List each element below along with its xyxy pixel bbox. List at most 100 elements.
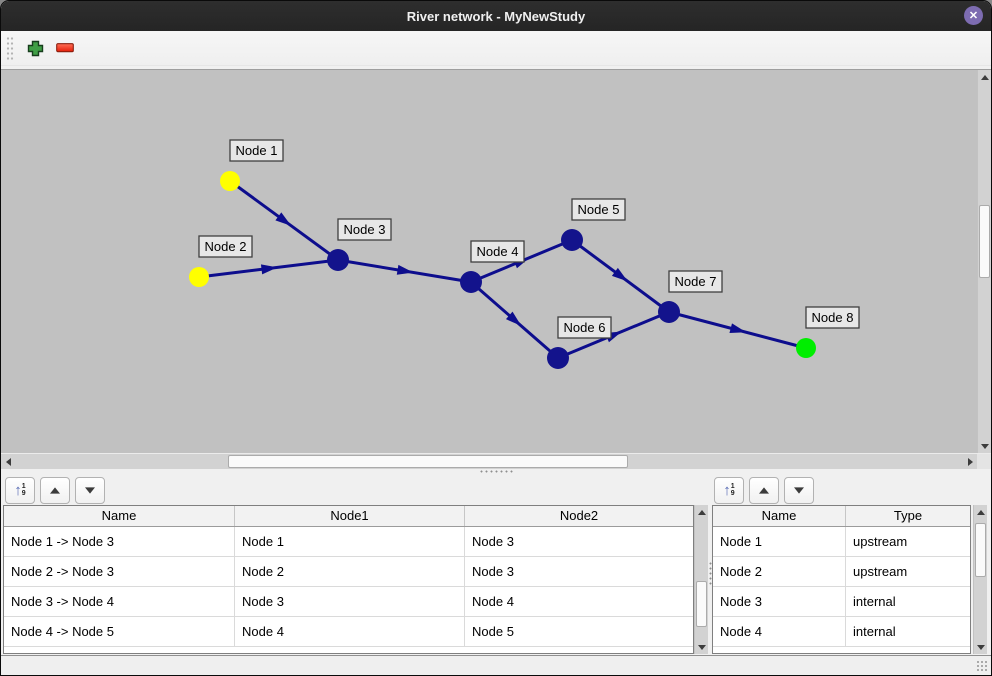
node-node4[interactable] (460, 271, 482, 293)
node-label-box[interactable] (557, 316, 612, 339)
scroll-thumb[interactable] (228, 455, 628, 468)
table-cell[interactable]: Node 3 -> Node 4 (4, 587, 235, 616)
scroll-track[interactable] (15, 454, 963, 469)
table-cell[interactable]: Node 2 -> Node 3 (4, 557, 235, 586)
node-label: Node 2 (205, 239, 247, 254)
right-arrow-icon (967, 457, 973, 466)
vertical-splitter[interactable] (708, 561, 712, 585)
table-cell[interactable]: Node 4 -> Node 5 (4, 617, 235, 646)
table-cell[interactable]: Node 4 (235, 617, 465, 646)
node-label-box[interactable] (805, 306, 860, 329)
remove-node-button[interactable] (56, 39, 74, 57)
scroll-down-button[interactable] (974, 640, 988, 654)
up-arrow-icon (698, 509, 706, 515)
window-resize-grip[interactable] (977, 661, 988, 672)
add-node-button[interactable] (26, 39, 44, 57)
scroll-up-button[interactable] (974, 505, 988, 519)
toolbar-grip-handle[interactable] (6, 36, 14, 60)
table-cell[interactable]: Node 4 (472, 594, 514, 609)
node-label-box[interactable] (198, 235, 253, 258)
node-label: Node 7 (675, 274, 717, 289)
table-row[interactable]: Node 3 internal (713, 587, 970, 617)
table-cell[interactable]: Node 3 (472, 534, 514, 549)
table-cell[interactable]: upstream (853, 564, 908, 579)
scroll-track[interactable] (978, 84, 991, 439)
node-move-up-button[interactable] (749, 476, 779, 504)
node-move-down-button[interactable] (784, 476, 814, 504)
scroll-left-button[interactable] (1, 454, 15, 469)
table-row[interactable]: Node 2 upstream (713, 557, 970, 587)
table-cell[interactable]: upstream (853, 534, 908, 549)
canvas-horizontal-scrollbar[interactable] (1, 453, 991, 469)
node-node2[interactable] (189, 267, 209, 287)
table-cell[interactable]: internal (853, 594, 896, 609)
scroll-thumb[interactable] (696, 581, 707, 627)
table-cell[interactable]: Node 2 (713, 557, 846, 586)
horizontal-splitter[interactable] (1, 469, 991, 473)
table-row[interactable]: Node 4 internal (713, 617, 970, 647)
status-bar (1, 655, 991, 675)
node-node1[interactable] (220, 171, 240, 191)
node-label-box[interactable] (229, 139, 284, 162)
scroll-down-button[interactable] (695, 640, 709, 654)
node-node8[interactable] (796, 338, 816, 358)
up-arrow-icon (50, 486, 60, 494)
table-cell[interactable]: Node 3 (713, 587, 846, 616)
canvas-vertical-scrollbar[interactable] (977, 70, 991, 453)
node-node5[interactable] (561, 229, 583, 251)
node-label-box[interactable] (470, 240, 525, 263)
node-label-box[interactable] (337, 218, 392, 241)
node-label-box[interactable] (668, 270, 723, 293)
table-cell[interactable]: Node 3 (472, 564, 514, 579)
splitter-grip-icon (708, 561, 712, 585)
table-cell[interactable]: Node 2 (235, 557, 465, 586)
table-cell[interactable]: Node 5 (472, 624, 514, 639)
column-header-node2[interactable]: Node2 (559, 508, 599, 523)
reach-table-scrollbar[interactable] (694, 505, 708, 654)
scroll-right-button[interactable] (963, 454, 977, 469)
table-cell[interactable]: Node 1 (713, 527, 846, 556)
scroll-thumb[interactable] (975, 523, 986, 577)
table-cell[interactable]: Node 3 (235, 587, 465, 616)
flow-arrow-icon (729, 323, 747, 334)
reach-move-up-button[interactable] (40, 476, 70, 504)
scroll-track[interactable] (695, 519, 708, 640)
table-header-row: Name Type (713, 506, 970, 527)
table-cell[interactable]: Node 1 (235, 527, 465, 556)
node-node3[interactable] (327, 249, 349, 271)
table-cell[interactable]: internal (853, 624, 896, 639)
node-node6[interactable] (547, 347, 569, 369)
column-header-name[interactable]: Name (4, 506, 235, 526)
scroll-thumb[interactable] (979, 205, 990, 278)
close-button[interactable]: ✕ (964, 6, 983, 25)
titlebar[interactable]: River network - MyNewStudy ✕ (1, 1, 991, 31)
scroll-down-button[interactable] (978, 439, 991, 453)
table-cell[interactable]: Node 4 (713, 617, 846, 646)
scroll-track[interactable] (974, 519, 987, 640)
column-header-type[interactable]: Type (893, 508, 923, 523)
reach-move-down-button[interactable] (75, 476, 105, 504)
node-label: Node 5 (578, 202, 620, 217)
column-header-name[interactable]: Name (713, 506, 846, 526)
scroll-up-button[interactable] (695, 505, 709, 519)
column-header-node1[interactable]: Node1 (235, 506, 465, 526)
scroll-up-button[interactable] (978, 70, 991, 84)
node-label-box[interactable] (571, 198, 626, 221)
node-node7[interactable] (658, 301, 680, 323)
table-cell[interactable]: Node 1 -> Node 3 (4, 527, 235, 556)
node-table-scrollbar[interactable] (973, 505, 987, 654)
table-row[interactable]: Node 1 upstream (713, 527, 970, 557)
